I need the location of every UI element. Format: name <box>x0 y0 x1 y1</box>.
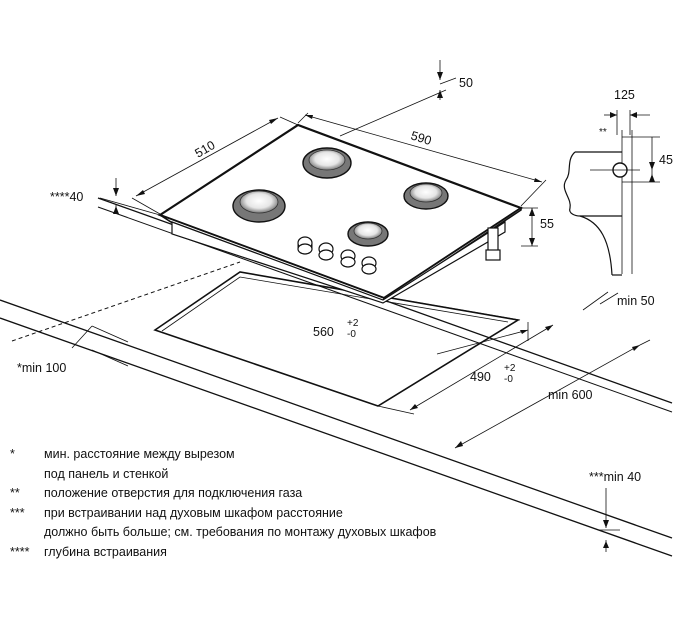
legend-mark: ** <box>10 486 20 500</box>
control-knobs <box>297 236 377 275</box>
cutout-depth-dimension <box>377 324 554 415</box>
wall-gap-label: *min 100 <box>17 361 66 375</box>
depth-label: 510 <box>193 138 218 161</box>
rear-gap-dimension <box>582 291 619 311</box>
worktop-depth-dimension <box>454 339 651 449</box>
height-dimension <box>521 207 538 247</box>
legend-text: глубина встраивания <box>44 544 167 559</box>
cutout-depth-tol-plus: +2 <box>504 363 516 374</box>
oven-gap-label: ***min 40 <box>589 470 641 484</box>
burner-front-left <box>232 189 286 223</box>
depth-dimension <box>131 116 299 215</box>
legend-text: при встраивании над духовым шкафом расст… <box>44 505 343 520</box>
knob-4 <box>361 256 377 275</box>
cutout-width-tol-minus: -0 <box>347 329 356 340</box>
width-label: 590 <box>409 128 433 147</box>
legend-text: под панель и стенкой <box>44 466 169 481</box>
burner-front-right <box>347 221 389 247</box>
legend-text: положение отверстия для подключения газа <box>44 486 303 500</box>
knob-3 <box>340 249 356 268</box>
burners <box>232 147 449 247</box>
installation-depth-label: ****40 <box>50 190 83 204</box>
legend-item-1-cont: под панель и стенкой <box>10 465 436 485</box>
wall-gap-dimension <box>71 325 129 367</box>
top-clearance-dimension <box>339 60 457 137</box>
legend-mark: * <box>10 447 15 461</box>
cutout-depth-tol-minus: -0 <box>504 374 513 385</box>
cutout-width-tol-plus: +2 <box>347 318 359 329</box>
legend-item-3: *** при встраивании над духовым шкафом р… <box>10 504 436 524</box>
legend: * мин. расстояние между вырезом под пане… <box>10 445 436 562</box>
legend-item-2: ** положение отверстия для подключения г… <box>10 484 436 504</box>
legend-text: должно быть больше; см. требования по мо… <box>44 525 437 539</box>
burner-rear-right <box>403 182 449 210</box>
knob-2 <box>318 242 334 261</box>
gas-inlet-detail <box>563 110 660 276</box>
legend-item-4: **** глубина встраивания <box>10 543 436 563</box>
hob <box>157 123 524 304</box>
knob-1 <box>297 236 313 255</box>
cutout-depth-label: 490 <box>470 370 491 384</box>
gas-inlet-height-label: 45 <box>659 153 673 167</box>
gas-inlet-mark: ** <box>599 127 607 138</box>
legend-item-3-cont: должно быть больше; см. требования по мо… <box>10 523 436 543</box>
oven-gap-dimension <box>598 488 620 552</box>
rear-gap-label: min 50 <box>617 294 655 308</box>
width-dimension <box>297 112 547 207</box>
top-clearance-label: 50 <box>459 76 473 90</box>
side-offset-label: 125 <box>614 88 635 102</box>
height-label: 55 <box>540 217 554 231</box>
legend-mark: *** <box>10 505 25 520</box>
legend-text: мин. расстояние между вырезом <box>44 447 235 461</box>
legend-item-1: * мин. расстояние между вырезом <box>10 445 436 465</box>
legend-mark: **** <box>10 544 30 559</box>
cutout-width-label: 560 <box>313 325 334 339</box>
worktop-depth-label: min 600 <box>548 388 593 402</box>
burner-rear-left <box>302 147 352 179</box>
installation-depth-dimension <box>99 178 161 216</box>
